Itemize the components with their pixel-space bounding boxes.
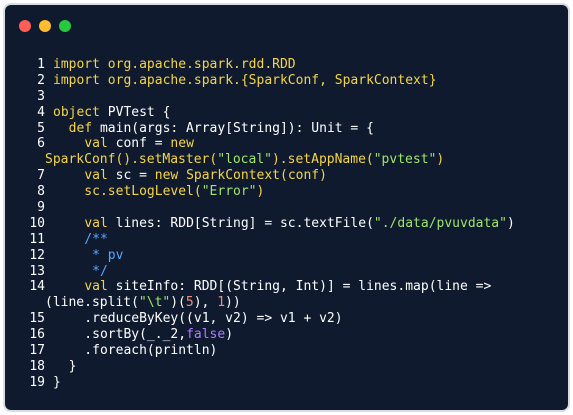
code-token: new [170,136,194,152]
code-line: 16 .sortBy(_._2,false) [13,327,562,343]
code-token: PVTest { [99,104,171,120]
line-number: 13 [29,263,45,279]
zoom-window-button[interactable] [59,20,71,32]
line-number: 17 [29,343,45,359]
code-token [53,279,84,294]
code-token: ) [506,215,515,231]
line-number: 2 [37,72,45,88]
code-token: .reduceByKey((v1, v2) => v1 + v2) [53,311,343,327]
code-token: sc.setLogLevel( [53,184,202,200]
code-token: val [84,168,108,184]
line-number: 11 [29,231,45,247]
code-line: 7 val sc = new SparkContext(conf) [13,168,562,184]
code-token: new [154,168,179,184]
line-number: 14 [29,279,45,295]
line-number: 18 [29,358,45,374]
code-token [53,136,84,151]
code-line: 13 */ [13,264,562,280]
code-token: "Error" [201,184,257,200]
code-token: object [53,104,100,120]
code-line: 14 val siteInfo: RDD[(String, Int)] = li… [13,279,562,295]
line-number: 9 [37,200,45,216]
code-line: 2 import org.apache.spark.{SparkConf, Spa… [13,73,562,89]
line-number: 16 [29,327,45,343]
code-token: "\t" [138,295,171,311]
code-token: 5 [185,295,194,311]
code-line: 15 .reduceByKey((v1, v2) => v1 + v2) [13,311,562,327]
code-line: 8 sc.setLogLevel("Error") [13,184,562,200]
code-line: 5 def main(args: Array[String]): Unit = … [13,121,562,137]
code-token: conf = [107,136,171,152]
code-token: val [84,279,108,295]
code-token: org.apache.spark.{SparkConf, SparkContex… [99,72,437,88]
line-number: 15 [29,311,45,327]
code-line: 19} [13,375,562,391]
code-token: } [53,374,61,390]
code-token: val [84,215,108,231]
code-token: ).setAppName( [271,152,374,168]
code-line: 4 object PVTest { [13,105,562,121]
code-token: "local" [217,152,272,168]
code-token: SparkContext(conf) [178,168,327,184]
code-token: (line.split( [45,295,139,311]
code-token: val [84,136,108,152]
code-token: ) [256,184,265,200]
code-token: * pv [53,247,124,263]
code-token [53,168,84,183]
line-number: 12 [29,247,45,263]
code-token: import [53,57,100,72]
code-token: sc = [107,168,155,184]
line-number: 1 [37,57,45,72]
line-number: 7 [37,168,45,184]
code-token: )) [225,295,241,311]
code-token: .foreach(println) [53,343,218,359]
code-token: false [186,327,226,343]
code-token: /** [53,231,108,247]
code-token: ) [225,327,234,343]
code-token: import [53,72,100,88]
code-token: "pvtest" [373,152,437,168]
line-number: 10 [29,215,45,231]
code-line: 12 * pv [13,248,562,264]
code-line: 17 .foreach(println) [13,343,562,359]
code-token: */ [53,263,108,279]
code-line: 10 val lines: RDD[String] = sc.textFile(… [13,216,562,232]
window-titlebar [5,5,568,45]
code-token: siteInfo: RDD[(String, Int)] = lines.map… [107,279,492,295]
code-line: 11 /** [13,232,562,248]
line-number: 19 [29,374,45,390]
code-token: SparkConf().setMaster( [45,152,218,168]
code-token: ) [436,152,445,168]
line-number: 8 [37,184,45,200]
code-token: lines: RDD[String] = sc.textFile( [107,215,374,231]
code-token: )( [170,295,186,311]
line-number: 4 [37,104,45,120]
code-token: "./data/pvuvdata" [373,215,507,231]
line-number: 5 [37,120,45,136]
minimize-window-button[interactable] [39,20,51,32]
line-number: 3 [37,88,45,104]
code-token: .sortBy(_._2, [53,327,187,343]
code-token: ), [193,295,218,311]
code-line: 9 [13,200,562,216]
code-token: main(args: Array[String]): Unit = { [92,120,374,136]
code-token: } [53,358,77,374]
code-line: 3 [13,89,562,105]
code-token: def [68,120,93,136]
code-line: 1 import org.apache.spark.rdd.RDD [13,57,562,73]
code-line: 18 } [13,359,562,375]
code-line: 6 val conf = new [13,136,562,152]
code-token [53,216,84,231]
code-token [53,121,69,136]
close-window-button[interactable] [19,20,31,32]
code-line-continuation: (line.split("\t")(5), 1)) [13,295,562,311]
line-number: 6 [37,136,45,152]
code-token: org.apache.spark.rdd.RDD [99,57,296,72]
code-token: 1 [217,295,226,311]
code-line-continuation: SparkConf().setMaster("local").setAppNam… [13,152,562,168]
